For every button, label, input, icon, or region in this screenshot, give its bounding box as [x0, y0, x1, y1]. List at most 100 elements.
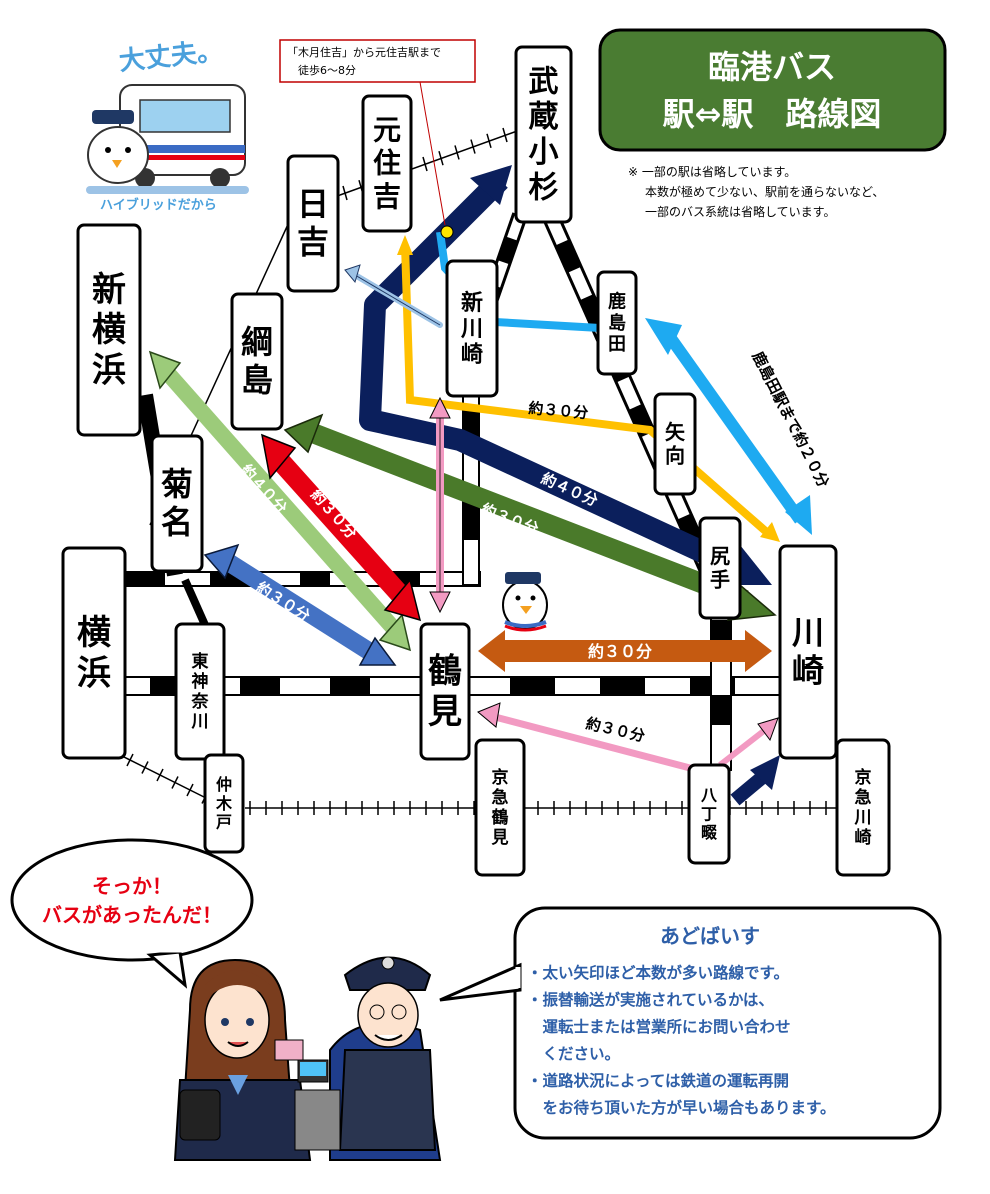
advice-box: あどばいす ・太い矢印ほど本数が多い路線です。・振替輸送が実施されているかは、 … — [439, 906, 942, 1140]
station-yokohama: 横浜 — [61, 546, 127, 760]
girl-character-icon — [173, 958, 312, 1161]
station-musashi-kosugi: 武蔵小杉 — [514, 45, 573, 224]
route-kashimada-kawasaki — [660, 326, 805, 524]
route-lgreen-head-top — [148, 350, 182, 390]
label-hiyoshi-kawasaki: 約３０分 — [528, 399, 589, 422]
station-name: 武蔵小杉 — [529, 64, 559, 205]
station-hatchonawate: 八丁畷 — [687, 763, 731, 865]
mascot-bird-small-icon — [502, 572, 548, 632]
station-tsunashima: 綱島 — [230, 292, 284, 431]
route-shinyoko-tsurumi — [159, 364, 401, 636]
logo-top: 大丈夫。 — [118, 36, 225, 77]
station-nakakido: 仲木戸 — [203, 753, 245, 854]
rail-keikyu — [119, 754, 840, 809]
advice-item: ・太い矢印ほど本数が多い路線です。 — [527, 963, 789, 982]
route-light-outline — [354, 274, 441, 326]
station-shin-kawasaki: 新川崎 — [445, 259, 499, 398]
route-lgreen-head-bottom — [378, 613, 412, 652]
route-kosugi-kawasaki — [359, 172, 725, 570]
route-red-head-bottom — [383, 578, 422, 622]
station-name: 矢向 — [665, 420, 686, 468]
station-name: 尻手 — [710, 544, 730, 592]
route-yokohama-tsurumi — [220, 552, 380, 663]
station-shin-yokohama: 新横浜 — [76, 223, 142, 437]
note: ※ 一部の駅は省略しています。 本数が極めて少ない、駅前を通らないなど、 一部の… — [628, 164, 884, 219]
route-sky-head-bottom — [785, 495, 812, 535]
route-green-head-left — [283, 413, 324, 454]
driver-character-icon — [294, 956, 437, 1151]
route-tsunashima-tsurumi — [267, 448, 413, 607]
logo: 大丈夫。 ハイブリッドだから — [86, 36, 249, 213]
station-name: 菊名 — [161, 465, 193, 541]
station-name: 川崎 — [792, 614, 824, 690]
label-tsurumi-kawasaki: 約３０分 — [588, 642, 652, 661]
route-pink-small-head — [757, 717, 779, 742]
route-tsunashima-kawasaki — [301, 420, 749, 610]
station-name: 綱島 — [241, 323, 273, 399]
route-kosugi-kawasaki-head-top — [470, 165, 512, 205]
station-kawasaki: 川崎 — [778, 544, 838, 760]
kizuki-sumiyoshi-dot — [440, 225, 454, 239]
station-name: 八丁畷 — [700, 785, 718, 842]
station-name: 京急川崎 — [854, 767, 872, 848]
station-shiriteo: 尻手 — [698, 516, 742, 620]
station-hiyoshi: 日吉 — [286, 154, 340, 293]
callout-line1: 「木月住吉」から元住吉駅まで — [287, 45, 441, 59]
rail-keihin — [181, 578, 209, 627]
speech-line1: そっか！ — [92, 874, 172, 898]
rail-seg — [711, 695, 731, 725]
route-orange-head-right — [745, 630, 772, 672]
station-name: 京急鶴見 — [491, 767, 509, 848]
label-kosugi-kawasaki: 約４０分 — [538, 469, 600, 510]
station-name: 新横浜 — [92, 270, 126, 390]
route-hatchonawate-tsurumi — [494, 713, 691, 772]
route-arrows — [148, 165, 812, 806]
advice-item: ・振替輸送が実施されているかは、 — [527, 990, 774, 1009]
station-motosumiyoshi: 元住吉 — [361, 94, 413, 233]
station-kikuna: 菊名 — [150, 434, 204, 573]
station-keikyu-tsurumi: 京急鶴見 — [474, 738, 526, 877]
station-name: 仲木戸 — [215, 775, 233, 832]
route-sky-head-top — [645, 318, 682, 355]
rail-seg — [463, 500, 479, 540]
title-box: 臨港バス 駅⇔駅 路線図 — [598, 28, 947, 152]
callout-line2: 徒歩6～8分 — [298, 63, 356, 77]
logo-bottom: ハイブリッドだから — [100, 197, 217, 213]
advice-item: 運転士または営業所にお問い合わせ — [527, 1017, 791, 1036]
note-line1: ※ 一部の駅は省略しています。 — [628, 164, 796, 179]
route-pink-v-head-bottom — [429, 591, 451, 614]
mascot-bird-icon — [87, 126, 149, 184]
station-kashimada: 鹿島田 — [596, 270, 638, 376]
station-yako: 矢向 — [653, 392, 697, 496]
route-pink-head-left — [477, 702, 501, 728]
station-name: 横浜 — [77, 613, 111, 693]
note-line3: 一部のバス系統は省略しています。 — [645, 204, 835, 219]
station-name: 鶴見 — [428, 652, 462, 732]
station-name: 鹿島田 — [608, 291, 626, 355]
note-line2: 本数が極めて少ない、駅前を通らないなど、 — [645, 184, 884, 199]
station-name: 東神奈川 — [191, 651, 210, 732]
speech-bubble: そっか！ バスがあったんだ！ — [10, 838, 254, 989]
station-name: 日吉 — [297, 185, 329, 261]
route-hatchonawate-kawasaki — [718, 727, 767, 768]
advice-item: ・道路状況によっては鉄道の運転再開 — [527, 1071, 789, 1090]
advice-item: をお待ち頂いた方が早い場合もあります。 — [527, 1098, 835, 1117]
route-blue-head-right — [358, 636, 397, 666]
callout: 「木月住吉」から元住吉駅まで 徒歩6～8分 — [279, 39, 476, 239]
station-keikyu-kawasaki: 京急川崎 — [835, 738, 891, 877]
station-name: 元住吉 — [373, 114, 401, 213]
route-orange-head-left — [478, 630, 505, 672]
advice-item: ください。 — [527, 1045, 620, 1063]
station-tsurumi: 鶴見 — [419, 622, 471, 761]
title-line2: 駅⇔駅 路線図 — [663, 95, 882, 133]
route-navy-small-head — [750, 755, 780, 790]
route-red-head-top — [261, 433, 297, 480]
route-blue-head-left — [203, 543, 240, 580]
advice-items: ・太い矢印ほど本数が多い路線です。・振替輸送が実施されているかは、 運転士または… — [527, 963, 835, 1117]
station-higashi-kanagawa: 東神奈川 — [174, 622, 226, 761]
route-pink-v-head-top — [429, 396, 451, 419]
title-line1: 臨港バス — [708, 48, 836, 86]
route-light-head — [344, 264, 361, 284]
